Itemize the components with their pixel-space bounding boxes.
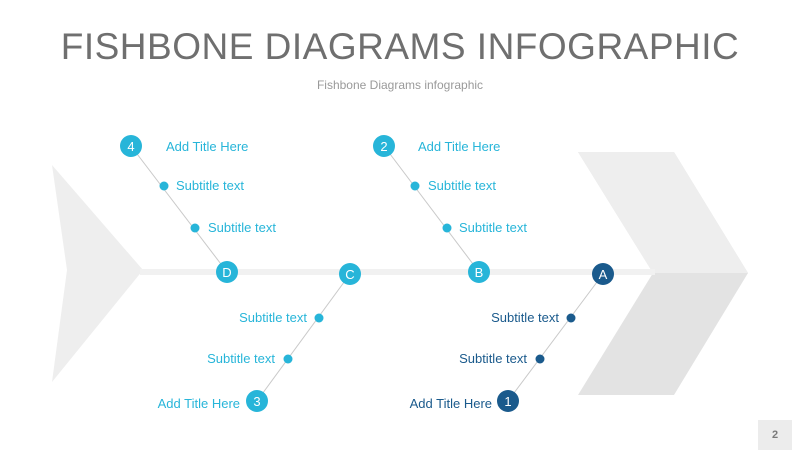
badge-2: 2 — [373, 135, 395, 157]
branch-4-subtitle-1: Subtitle text — [176, 178, 244, 193]
badge-4: 4 — [120, 135, 142, 157]
badge-3-number: 3 — [253, 394, 260, 409]
branch-2-subtitle-2: Subtitle text — [459, 220, 527, 235]
bone-line-4 — [130, 145, 228, 273]
badge-2-number: 2 — [380, 139, 387, 154]
page-subtitle: Fishbone Diagrams infographic — [316, 78, 484, 92]
bone-line-2 — [383, 145, 480, 273]
bone-2-dot-1 — [410, 181, 420, 191]
branch-4-subtitle-2: Subtitle text — [208, 220, 276, 235]
bone-3-dot-2 — [283, 354, 293, 364]
branch-1-subtitle-2: Subtitle text — [459, 351, 527, 366]
bone-1-dot-1 — [566, 313, 576, 323]
page-number: 2 — [758, 420, 792, 450]
badge-3: 3 — [246, 390, 268, 412]
node-c: C — [339, 263, 361, 285]
branch-1-title: Add Title Here — [410, 396, 492, 411]
bone-3-dot-1 — [314, 313, 324, 323]
fish-head-upper-shade — [578, 152, 748, 273]
branch-2-subtitle-1: Subtitle text — [428, 178, 496, 193]
badge-4-number: 4 — [127, 139, 134, 154]
badge-1: 1 — [497, 390, 519, 412]
node-a-letter: A — [599, 267, 608, 282]
branch-2-title: Add Title Here — [418, 139, 500, 154]
fish-spine — [140, 269, 655, 275]
node-d: D — [216, 261, 238, 283]
branch-3-subtitle-1: Subtitle text — [239, 310, 307, 325]
node-b: B — [468, 261, 490, 283]
bone-2-dot-2 — [442, 223, 452, 233]
branch-3-subtitle-2: Subtitle text — [207, 351, 275, 366]
bone-4-dot-2 — [190, 223, 200, 233]
branch-4-title: Add Title Here — [166, 139, 248, 154]
node-c-letter: C — [345, 267, 354, 282]
branch-1-subtitle-1: Subtitle text — [491, 310, 559, 325]
badge-1-number: 1 — [504, 394, 511, 409]
bone-1-dot-2 — [535, 354, 545, 364]
node-b-letter: B — [475, 265, 484, 280]
bone-line-1 — [507, 273, 604, 402]
branch-3-title: Add Title Here — [158, 396, 240, 411]
node-a: A — [592, 263, 614, 285]
bone-line-3 — [256, 273, 351, 402]
fish-tail-shape — [52, 165, 143, 382]
bone-4-dot-1 — [159, 181, 169, 191]
node-d-letter: D — [222, 265, 231, 280]
page-title: FISHBONE DIAGRAMS INFOGRAPHIC — [60, 26, 740, 67]
